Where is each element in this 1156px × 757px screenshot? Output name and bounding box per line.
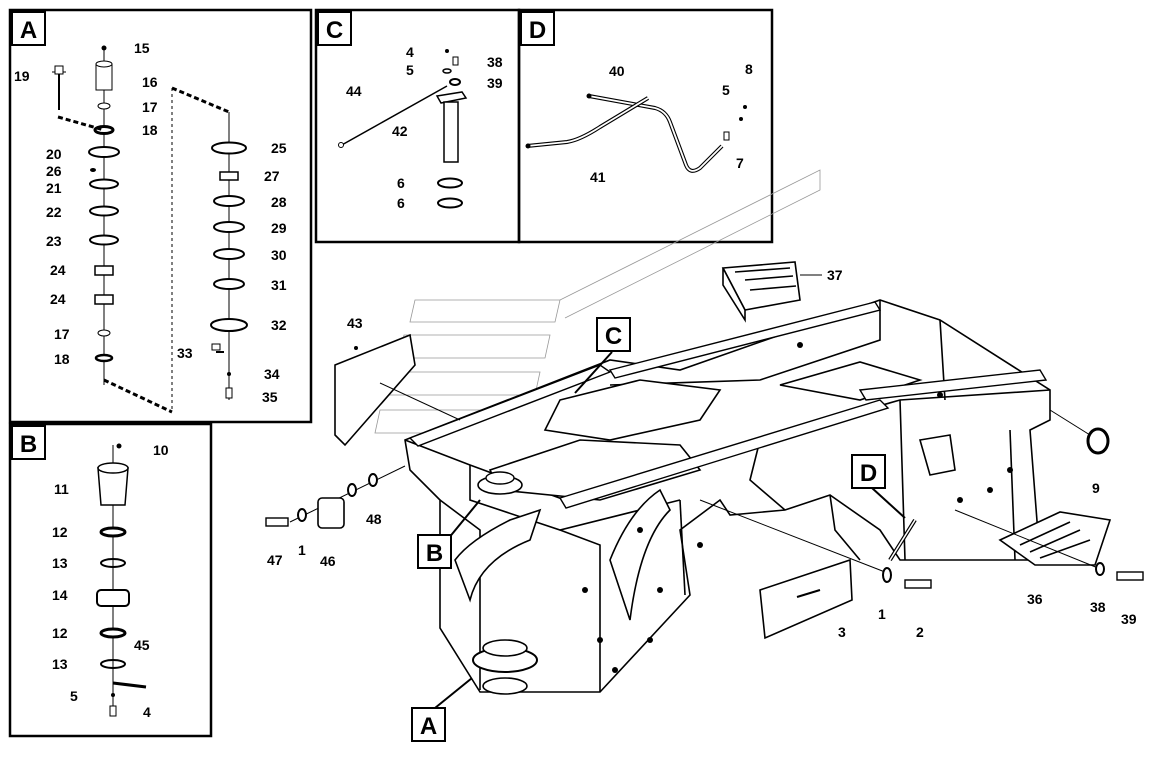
- callout-b-10: 10: [153, 442, 169, 458]
- callout-c-38: 38: [487, 54, 503, 70]
- callout-b-12: 12: [52, 524, 68, 540]
- callout-a-32: 32: [271, 317, 287, 333]
- view-flag-b: B: [426, 540, 443, 567]
- view-flag-a: A: [420, 713, 437, 740]
- callout-a-24: 24: [50, 262, 66, 278]
- callout-b-4: 4: [143, 704, 151, 720]
- panel-c: C 4 5 38 39 44 42 6 6: [314, 8, 521, 244]
- panel-d-label: D: [529, 17, 546, 44]
- callout-47: 47: [267, 552, 283, 568]
- callout-d-40: 40: [609, 63, 625, 79]
- callout-a-31: 31: [271, 277, 287, 293]
- callout-a-18b: 18: [54, 351, 70, 367]
- callout-a-22: 22: [46, 204, 62, 220]
- callout-d-8: 8: [745, 61, 753, 77]
- callout-a-24b: 24: [50, 291, 66, 307]
- callout-a-34: 34: [264, 366, 280, 382]
- view-flag-d: D: [860, 460, 877, 487]
- callout-a-33: 33: [177, 345, 193, 361]
- callout-36: 36: [1027, 591, 1043, 607]
- callout-a-30: 30: [271, 247, 287, 263]
- callout-b-13b: 13: [52, 656, 68, 672]
- panel-b: B 10 11 12 13 14 12 13 45 5 4: [8, 422, 213, 738]
- panel-a: A 15: [8, 8, 313, 424]
- callout-a-29: 29: [271, 220, 287, 236]
- callout-3: 3: [838, 624, 846, 640]
- callout-c-4: 4: [406, 44, 414, 60]
- callout-b-45: 45: [134, 637, 150, 653]
- callout-d-41: 41: [590, 169, 606, 185]
- callout-d-7: 7: [736, 155, 744, 171]
- callout-c-6b: 6: [397, 195, 405, 211]
- callout-c-39: 39: [487, 75, 503, 91]
- callout-a-35: 35: [262, 389, 278, 405]
- callout-a-28: 28: [271, 194, 287, 210]
- callout-c-6: 6: [397, 175, 405, 191]
- callout-39: 39: [1121, 611, 1137, 627]
- callout-b-12b: 12: [52, 625, 68, 641]
- callout-37: 37: [827, 267, 843, 283]
- callout-9: 9: [1092, 480, 1100, 496]
- callout-1b: 1: [878, 606, 886, 622]
- callout-a-18: 18: [142, 122, 158, 138]
- callout-a-23: 23: [46, 233, 62, 249]
- callout-a-16: 16: [142, 74, 158, 90]
- callout-a-17: 17: [142, 99, 158, 115]
- panel-c-label: C: [326, 17, 343, 44]
- callout-38: 38: [1090, 599, 1106, 615]
- panel-a-label: A: [20, 17, 37, 44]
- callout-a-25: 25: [271, 140, 287, 156]
- callout-b-11: 11: [54, 481, 69, 497]
- callout-a-26: 26: [46, 163, 62, 179]
- callout-d-5: 5: [722, 82, 730, 98]
- callout-a-17b: 17: [54, 326, 70, 342]
- callout-b-14: 14: [52, 587, 68, 603]
- view-flag-c: C: [605, 323, 622, 350]
- callout-48: 48: [366, 511, 382, 527]
- callout-a-21: 21: [46, 180, 62, 196]
- callout-c-42: 42: [392, 123, 408, 139]
- callout-1a: 1: [298, 542, 306, 558]
- callout-a-19: 19: [14, 68, 30, 84]
- callout-b-13: 13: [52, 555, 68, 571]
- panel-b-label: B: [20, 431, 37, 458]
- main-frame-view: C B A D 37 43 9 47 1 46 48 36 38 39 3 1 …: [265, 169, 1144, 742]
- callout-a-20: 20: [46, 146, 62, 162]
- callout-a-15: 15: [134, 40, 150, 56]
- callout-43: 43: [347, 315, 363, 331]
- callout-c-44: 44: [346, 83, 362, 99]
- callout-2: 2: [916, 624, 924, 640]
- callout-b-5: 5: [70, 688, 78, 704]
- callout-46: 46: [320, 553, 336, 569]
- callout-a-27: 27: [264, 168, 280, 184]
- panel-d: D 40 8 5 7 41: [517, 8, 774, 244]
- callout-c-5: 5: [406, 62, 414, 78]
